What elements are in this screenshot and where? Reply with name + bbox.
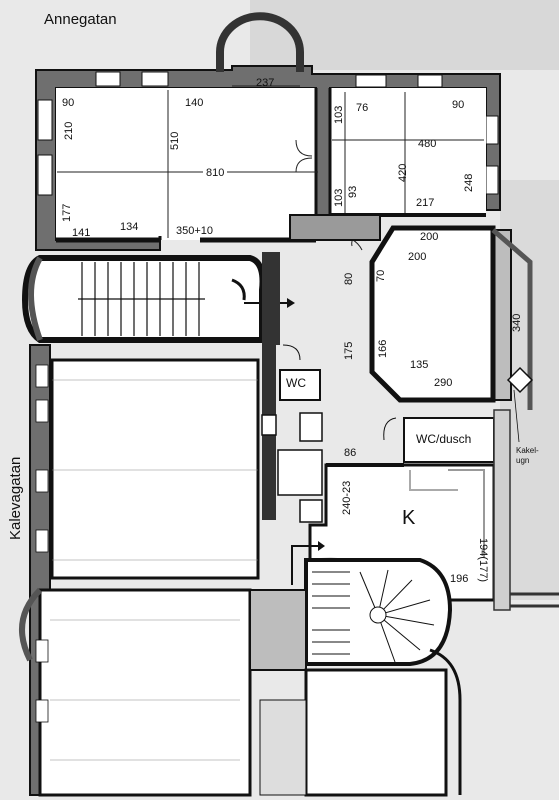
- wc-room: [279, 369, 321, 401]
- dim-86: 86: [344, 447, 357, 459]
- dim-340: 340: [511, 313, 523, 332]
- dim-166: 166: [377, 339, 389, 358]
- dim-200b: 200: [408, 251, 427, 263]
- dim-810: 810: [203, 168, 228, 179]
- street-name-top: Annegatan: [44, 11, 117, 28]
- room-label-stove: Kakel- ugn: [516, 446, 539, 465]
- dim-141: 141: [72, 227, 91, 239]
- street-name-left: Kalevagatan: [7, 456, 24, 540]
- wc-shower-room: [403, 417, 495, 463]
- room-small: [330, 88, 486, 215]
- dim-103b: 103: [333, 188, 345, 207]
- dim-210: 210: [63, 121, 75, 140]
- top-windows: [37, 71, 499, 196]
- dim-93: 93: [347, 185, 359, 198]
- dim-237: 237: [256, 77, 275, 89]
- bay-window: [216, 12, 304, 72]
- room-label-wc-shower: WC/dusch: [416, 432, 472, 446]
- room-label-kitchen: K: [402, 507, 416, 529]
- dim-196: 196: [450, 573, 469, 585]
- dim-420: 420: [397, 163, 409, 182]
- tiled-stove: [506, 366, 534, 394]
- octagon-room: [369, 225, 496, 403]
- dim-200a: 200: [420, 231, 439, 243]
- dim-480: 480: [418, 138, 437, 150]
- room-label-wc: WC: [286, 376, 306, 390]
- dim-290: 290: [434, 377, 453, 389]
- dim-140: 140: [185, 97, 204, 109]
- dim-90b: 90: [452, 99, 465, 111]
- dim-103a: 103: [333, 105, 345, 124]
- dim-175: 175: [343, 341, 355, 360]
- room-lower-left: [38, 588, 252, 797]
- room-mid-left: [50, 358, 260, 580]
- dim-350: 350+10: [176, 225, 214, 237]
- dim-70: 70: [375, 269, 387, 282]
- dim-80: 80: [343, 272, 355, 285]
- stair-steps: [78, 262, 205, 336]
- dim-194: 194(177): [477, 538, 489, 583]
- dim-510: 510: [169, 131, 181, 150]
- dim-248: 248: [463, 173, 475, 192]
- dim-217: 217: [416, 197, 435, 209]
- dim-134: 134: [120, 221, 139, 233]
- dim-76: 76: [356, 102, 369, 114]
- dim-90a: 90: [62, 97, 75, 109]
- dim-240: 240-23: [341, 480, 353, 515]
- dim-177: 177: [61, 203, 73, 222]
- room-large: [56, 88, 316, 240]
- dim-135: 135: [410, 359, 429, 371]
